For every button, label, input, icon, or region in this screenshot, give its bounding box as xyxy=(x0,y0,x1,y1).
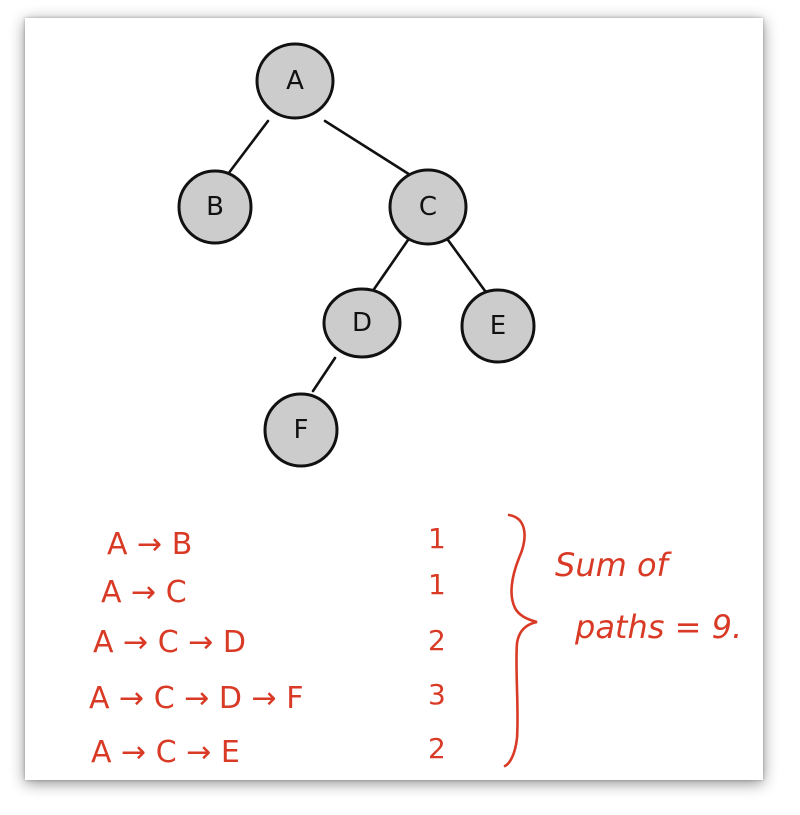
path-2: A → C xyxy=(101,575,187,610)
path-length-1: 1 xyxy=(428,522,446,555)
diagram-card: A B C D E F A → B A → C A → C → D A → C … xyxy=(25,18,763,780)
edge-c-d xyxy=(368,238,410,297)
tree-node-f: F xyxy=(263,392,339,468)
path-length-3: 2 xyxy=(428,624,446,657)
path-length-5: 2 xyxy=(428,732,446,765)
summary-line-2: paths = 9. xyxy=(574,608,742,646)
tree-node-d: D xyxy=(322,287,402,359)
tree-diagram: A B C D E F A → B A → C A → C → D A → C … xyxy=(89,42,742,770)
node-label-d: D xyxy=(352,308,372,338)
tree-node-e: E xyxy=(460,288,536,364)
node-label-b: B xyxy=(206,192,224,222)
summary-line-1: Sum of xyxy=(555,546,673,584)
path-5: A → C → E xyxy=(91,735,240,770)
tree-node-a: A xyxy=(255,42,335,120)
path-1: A → B xyxy=(107,527,192,562)
tree-node-c: C xyxy=(388,168,468,246)
curly-brace xyxy=(503,513,538,768)
path-length-2: 1 xyxy=(428,568,446,601)
path-length-4: 3 xyxy=(428,678,446,711)
edge-a-b xyxy=(223,119,270,180)
node-label-a: A xyxy=(286,66,304,96)
path-3: A → C → D xyxy=(93,625,246,660)
node-label-c: C xyxy=(419,192,437,222)
path-4: A → C → D → F xyxy=(89,681,303,716)
edge-d-f xyxy=(311,356,337,393)
node-label-f: F xyxy=(294,415,309,445)
tree-node-b: B xyxy=(177,169,253,245)
edge-c-e xyxy=(446,238,490,297)
edge-a-c xyxy=(323,119,417,180)
node-label-e: E xyxy=(490,311,506,341)
